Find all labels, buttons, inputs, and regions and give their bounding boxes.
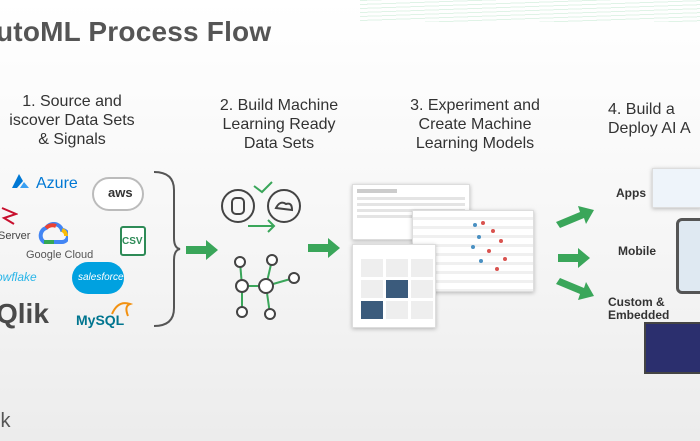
step-3-heading: 3. Experiment and Create Machine Learnin…: [410, 97, 540, 152]
embedded-dashboard-screenshot: [644, 322, 700, 374]
qlik-label: Qlik: [0, 298, 49, 329]
mysql-label: MySQL: [76, 312, 125, 328]
arrow-right-icon: [308, 238, 340, 258]
csv-file-icon: [120, 226, 146, 256]
google-cloud-logo: [38, 222, 70, 251]
deploy-custom-label: Custom & Embedded: [608, 295, 670, 322]
arrow-right-icon: [186, 240, 218, 260]
snowflake-label: owflake: [0, 270, 37, 284]
azure-label: Azure: [36, 175, 78, 192]
deploy-apps-label: Apps: [616, 186, 646, 200]
footer-brand: ik: [0, 410, 11, 432]
network-graph-icon: [234, 254, 300, 320]
azure-logo: [10, 172, 30, 195]
step-2-heading: 2. Build Machine Learning Ready Data Set…: [219, 97, 339, 152]
slide-title: utoML Process Flow: [0, 16, 272, 47]
sqlserver-icon: [1, 207, 19, 225]
arrow-right-icon: [558, 248, 590, 268]
aws-label: aws: [108, 185, 133, 200]
aws-cloud-icon: [92, 177, 144, 211]
azure-icon: [12, 174, 29, 188]
google-cloud-label: Google Cloud: [26, 249, 94, 261]
mysql-dolphin-icon: [110, 298, 134, 323]
sqlserver-logo: [0, 206, 19, 233]
arrow-down-right-icon: [556, 278, 594, 300]
arrow-up-right-icon: [556, 206, 594, 228]
confusion-matrix-panel: [352, 244, 436, 328]
salesforce-cloud-icon: [72, 262, 124, 294]
decorative-lines: [360, 0, 700, 22]
sqlserver-label: Server: [0, 230, 31, 242]
sources-bracket-icon: [153, 171, 181, 327]
step-4-heading: 4. Build a Deploy AI A: [608, 101, 691, 137]
apps-screenshot: [652, 168, 700, 208]
google-cloud-icon: [38, 222, 70, 244]
step-1-heading: 1. Source and iscover Data Sets & Signal…: [9, 93, 135, 148]
deploy-mobile-label: Mobile: [618, 244, 656, 258]
mobile-phone-icon: [676, 218, 700, 294]
csv-label: CSV: [122, 236, 143, 247]
data-prep-icon: [221, 181, 301, 233]
salesforce-label: salesforce: [78, 272, 124, 283]
